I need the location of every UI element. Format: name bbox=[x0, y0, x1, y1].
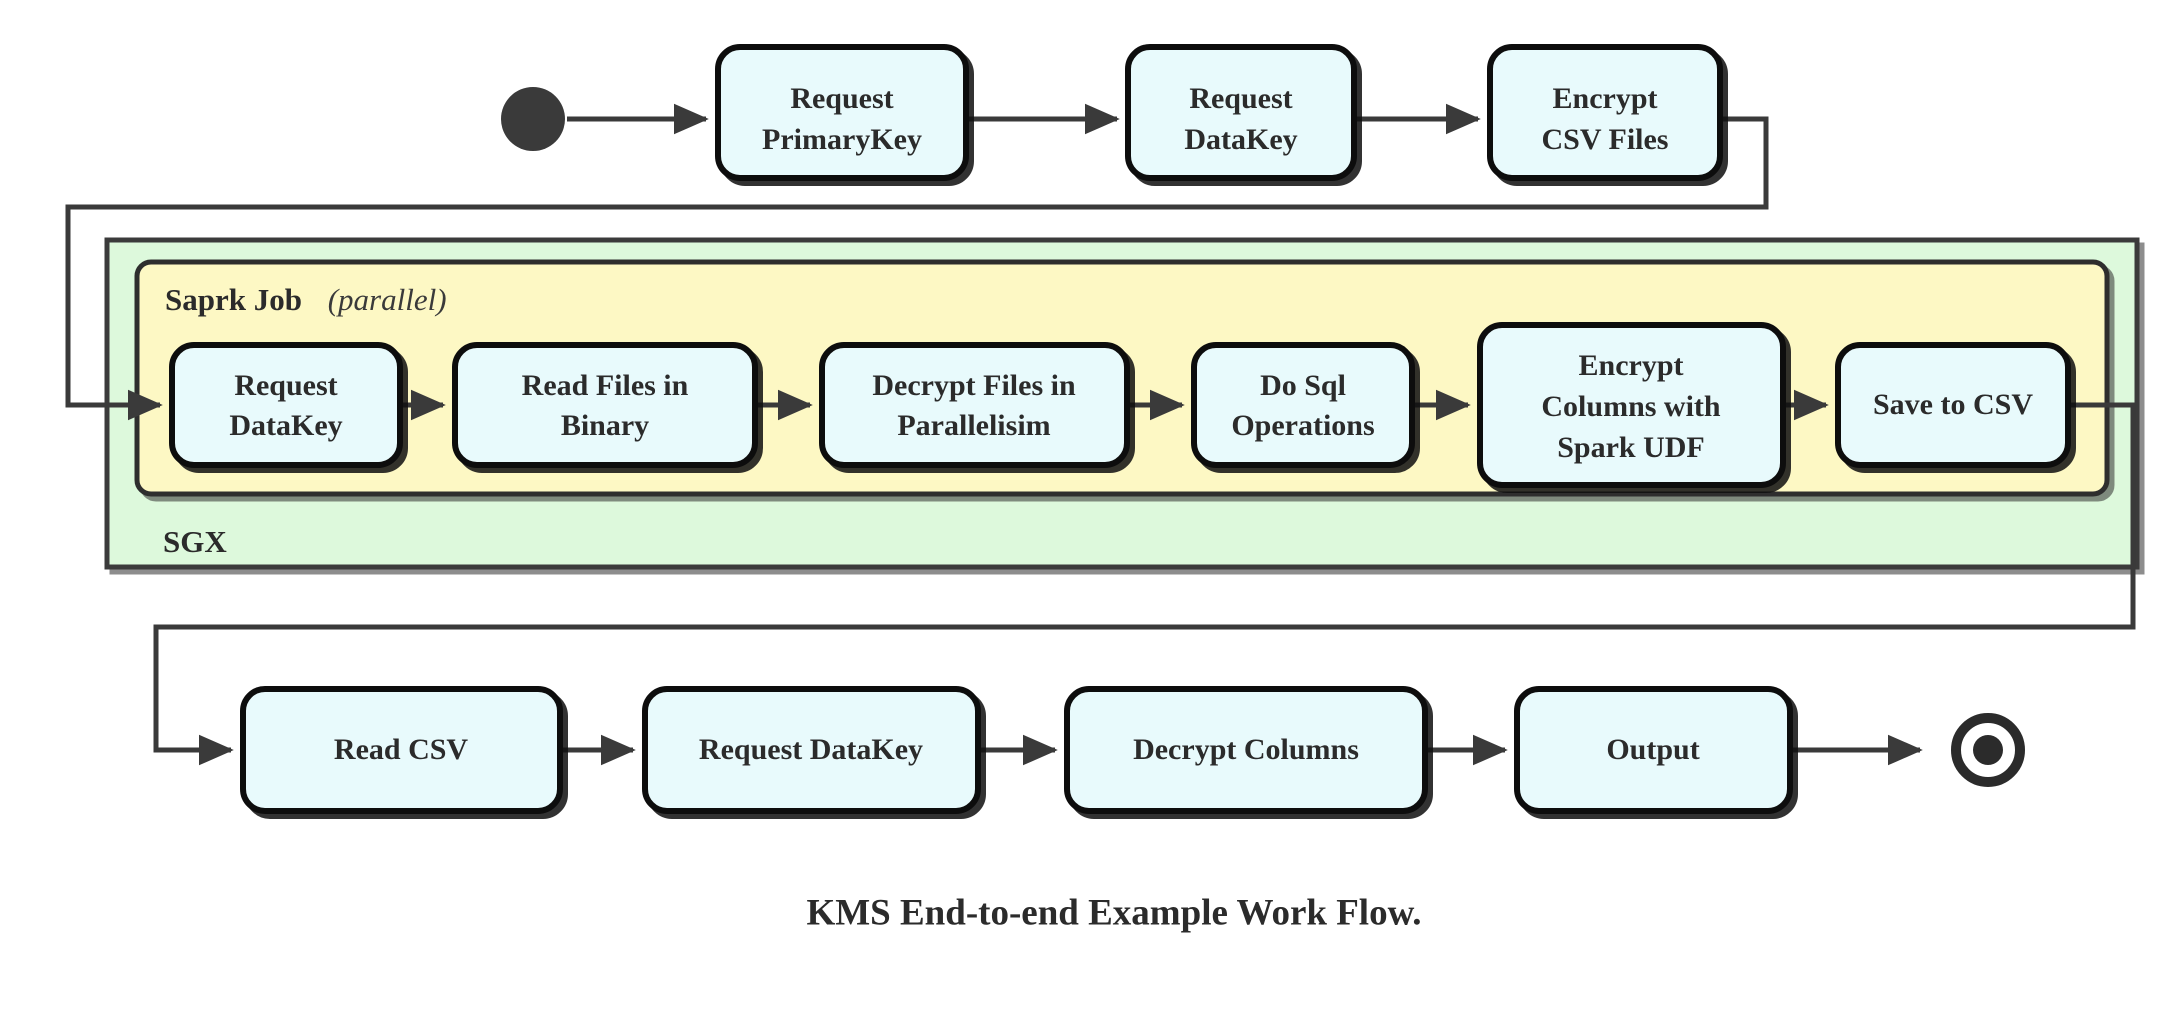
node-read-files-in-binary-line2: Binary bbox=[561, 409, 649, 442]
node-save-to-csv-line1: Save to CSV bbox=[1873, 388, 2033, 421]
node-encrypt-columns-line1: Encrypt bbox=[1579, 349, 1684, 382]
node-request-datakey-top[interactable]: Request DataKey bbox=[1125, 44, 1357, 181]
diagram-caption: KMS End-to-end Example Work Flow. bbox=[806, 892, 1421, 933]
node-encrypt-csv-files-line1: Encrypt bbox=[1553, 82, 1658, 115]
node-decrypt-columns-label: Decrypt Columns bbox=[1133, 733, 1359, 766]
node-do-sql-operations-line1: Do Sql bbox=[1260, 369, 1346, 402]
end-node bbox=[1951, 713, 2025, 787]
node-decrypt-files-in-parallelisim[interactable]: Decrypt Files in Parallelisim bbox=[819, 342, 1130, 468]
node-request-datakey-top-line2: DataKey bbox=[1184, 123, 1297, 156]
node-encrypt-columns-line3: Spark UDF bbox=[1557, 431, 1705, 464]
start-node-circle bbox=[501, 87, 565, 151]
node-spark-request-datakey-box[interactable] bbox=[169, 342, 403, 468]
node-encrypt-csv-files-box[interactable] bbox=[1487, 44, 1723, 181]
start-node bbox=[501, 87, 565, 151]
edge-encrypt-csv-to-spark-request-datakey bbox=[65, 116, 1769, 421]
node-encrypt-columns-with-spark-udf[interactable]: Encrypt Columns with Spark UDF bbox=[1477, 322, 1786, 488]
sgx-label: SGX bbox=[163, 524, 227, 559]
node-save-to-csv-box[interactable] bbox=[1835, 342, 2071, 468]
node-do-sql-operations[interactable]: Do Sql Operations bbox=[1191, 342, 1415, 468]
node-request-datakey-bottom[interactable]: Request DataKey bbox=[642, 686, 981, 814]
node-encrypt-columns-box[interactable] bbox=[1477, 322, 1786, 488]
node-decrypt-columns[interactable]: Decrypt Columns bbox=[1064, 686, 1428, 814]
node-decrypt-columns-box[interactable] bbox=[1064, 686, 1428, 814]
node-request-datakey-bottom-label: Request DataKey bbox=[699, 733, 923, 766]
spark-job-label-main: Saprk Job bbox=[165, 282, 302, 317]
node-do-sql-operations-line2: Operations bbox=[1231, 409, 1374, 442]
node-save-to-csv[interactable]: Save to CSV bbox=[1835, 342, 2071, 468]
node-read-files-in-binary-box[interactable] bbox=[452, 342, 758, 468]
node-spark-request-datakey-line1: Request bbox=[234, 369, 337, 402]
node-encrypt-columns-line2: Columns with bbox=[1541, 390, 1721, 423]
node-decrypt-files-line1: Decrypt Files in bbox=[872, 369, 1076, 402]
node-decrypt-files-line2: Parallelisim bbox=[897, 409, 1050, 442]
node-read-csv-label: Read CSV bbox=[334, 733, 469, 766]
node-read-files-in-binary[interactable]: Read Files in Binary bbox=[452, 342, 758, 468]
spark-job-label: Saprk Job (parallel) bbox=[165, 282, 447, 317]
node-spark-request-datakey-line2: DataKey bbox=[229, 409, 342, 442]
node-request-primarykey-line1: Request bbox=[790, 82, 893, 115]
node-request-datakey-top-line1: Request bbox=[1189, 82, 1292, 115]
node-output-label: Output bbox=[1606, 733, 1699, 766]
node-read-csv-box[interactable] bbox=[240, 686, 563, 814]
node-output-box[interactable] bbox=[1514, 686, 1793, 814]
node-request-datakey-bottom-box[interactable] bbox=[642, 686, 981, 814]
node-request-datakey-top-box[interactable] bbox=[1125, 44, 1357, 181]
node-output[interactable]: Output bbox=[1514, 686, 1793, 814]
node-decrypt-files-in-parallelisim-box[interactable] bbox=[819, 342, 1130, 468]
node-encrypt-csv-files[interactable]: Encrypt CSV Files bbox=[1487, 44, 1723, 181]
node-read-csv[interactable]: Read CSV bbox=[240, 686, 563, 814]
node-spark-request-datakey[interactable]: Request DataKey bbox=[169, 342, 403, 468]
node-request-primarykey-line2: PrimaryKey bbox=[762, 123, 922, 156]
spark-job-label-suffix: (parallel) bbox=[328, 282, 447, 317]
node-request-primarykey[interactable]: Request PrimaryKey bbox=[715, 44, 969, 181]
end-node-inner-dot bbox=[1973, 735, 2003, 765]
node-request-primarykey-box[interactable] bbox=[715, 44, 969, 181]
node-read-files-in-binary-line1: Read Files in bbox=[522, 369, 689, 402]
node-encrypt-csv-files-line2: CSV Files bbox=[1542, 123, 1669, 156]
node-do-sql-operations-box[interactable] bbox=[1191, 342, 1415, 468]
edge-save-csv-to-read-csv bbox=[153, 402, 2136, 766]
